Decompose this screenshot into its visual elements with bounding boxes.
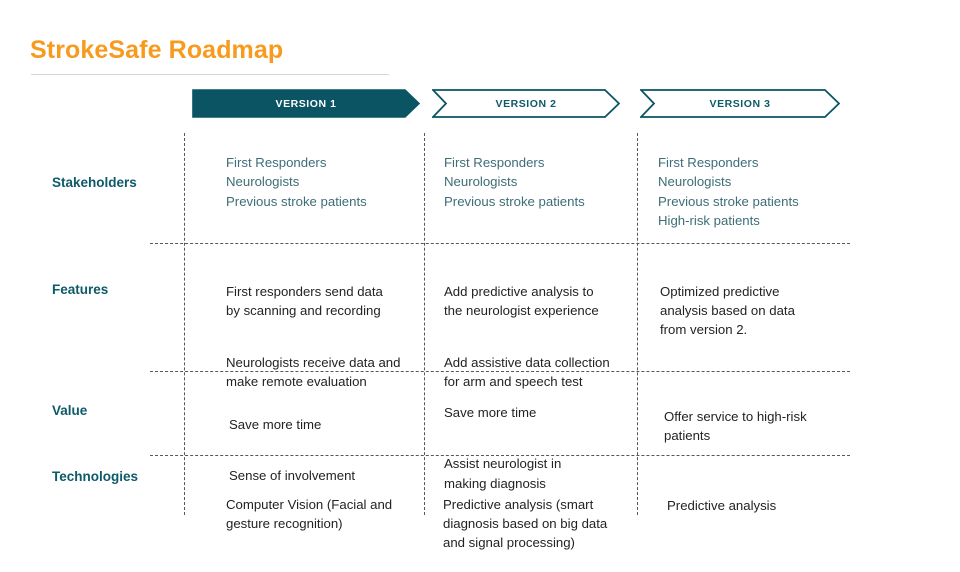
cell-value-v3: Offer service to high-risk patients [664, 388, 807, 465]
cell-features-v1-block-2: Neurologists receive data and make remot… [226, 354, 401, 389]
cell-technologies-v3: Predictive analysis [667, 477, 776, 534]
column-divider-1 [184, 133, 185, 515]
chevron-shape-icon [640, 89, 840, 118]
cell-value-v1: Save more time Sense of involvement [229, 396, 355, 505]
cell-technologies-v1-block-1: Computer Vision (Facial and gesture reco… [226, 497, 393, 532]
version-chevron-2[interactable]: VERSION 2 [432, 89, 620, 118]
cell-features-v1-block-1: First responders send data by scanning a… [226, 284, 383, 319]
cell-value-v2: Save more time Assist neurologist in mak… [444, 384, 561, 512]
column-divider-3 [637, 133, 638, 515]
cell-features-v1: First responders send data by scanning a… [226, 263, 400, 410]
cell-stakeholders-v3: First Responders Neurologists Previous s… [658, 155, 799, 229]
version-chevron-1[interactable]: VERSION 1 [192, 89, 420, 118]
title-divider [31, 74, 389, 75]
version-chevron-1-label: VERSION 1 [275, 97, 337, 110]
row-divider-features [150, 371, 850, 372]
cell-value-v3-block-1: Offer service to high-risk patients [664, 409, 807, 444]
column-divider-2 [424, 133, 425, 515]
cell-value-v2-block-1: Save more time [444, 405, 537, 421]
cell-features-v2-block-2: Add assistive data collection for arm an… [444, 354, 610, 389]
row-label-technologies: Technologies [52, 469, 139, 484]
cell-value-v1-block-1: Save more time [229, 417, 322, 433]
version-header-row: VERSION 1 VERSION 2 VERSION 3 [192, 89, 840, 118]
row-divider-stakeholders [150, 243, 850, 244]
cell-features-v2-block-1: Add predictive analysis to the neurologi… [444, 284, 599, 319]
cell-technologies-v1: Computer Vision (Facial and gesture reco… [226, 476, 392, 553]
cell-stakeholders-v2: First Responders Neurologists Previous s… [444, 155, 585, 209]
chevron-shape-icon [192, 89, 420, 118]
cell-value-v1-block-2: Sense of involvement [229, 468, 356, 484]
chevron-shape-icon [432, 89, 620, 118]
cell-value-v2-block-2: Assist neurologist in making diagnosis [444, 456, 562, 491]
version-chevron-3-label: VERSION 3 [709, 97, 771, 110]
page-title: StrokeSafe Roadmap [30, 36, 284, 64]
cell-features-v3: Optimized predictive analysis based on d… [660, 263, 795, 359]
cell-technologies-v2-block-1: Predictive analysis (smart diagnosis bas… [443, 497, 608, 551]
row-label-stakeholders: Stakeholders [52, 175, 137, 190]
cell-stakeholders-v1: First Responders Neurologists Previous s… [226, 155, 367, 209]
cell-features-v2: Add predictive analysis to the neurologi… [444, 263, 610, 410]
cell-features-v3-block-1: Optimized predictive analysis based on d… [660, 284, 795, 338]
row-label-features: Features [52, 282, 109, 297]
version-chevron-2-label: VERSION 2 [495, 97, 557, 110]
row-label-technologies-value: Value [52, 403, 88, 418]
cell-technologies-v3-block-1: Predictive analysis [667, 498, 777, 514]
version-chevron-3[interactable]: VERSION 3 [640, 89, 840, 118]
cell-technologies-v2: Predictive analysis (smart diagnosis bas… [443, 476, 607, 572]
row-divider-value [150, 455, 850, 456]
